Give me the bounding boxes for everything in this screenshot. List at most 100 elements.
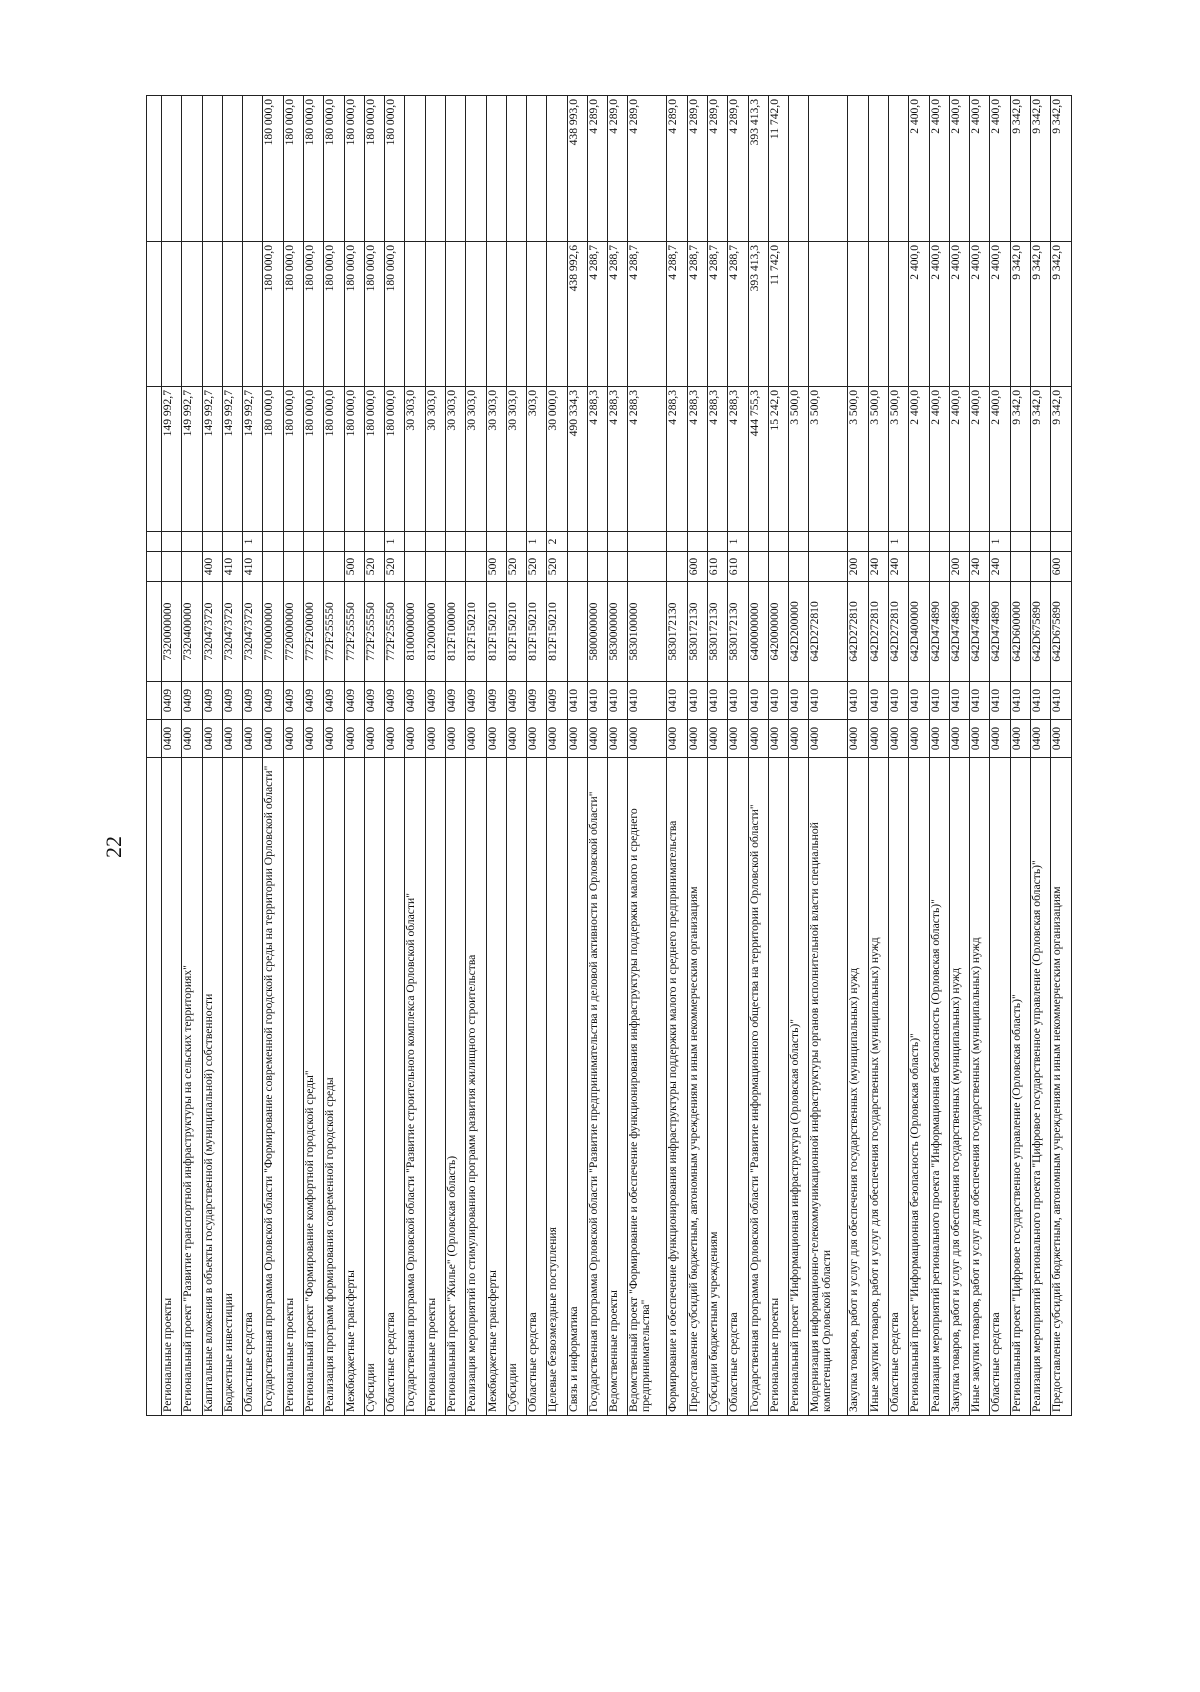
source-mark-cell	[929, 531, 950, 552]
expense-type-cell	[929, 551, 950, 582]
amount-cell-2: 9 342,0	[1030, 241, 1051, 387]
target-article-cell: 642D272810	[888, 581, 909, 682]
amount-cell-2: 4 288,7	[666, 241, 688, 387]
section-code-cell: 0400	[283, 719, 304, 758]
section-code-cell: 0400	[465, 719, 486, 758]
amount-cell-3: 180 000,0	[323, 95, 345, 242]
amount-cell-3	[181, 95, 203, 242]
amount-cell-1: 2 400,0	[969, 386, 990, 532]
row-name-cell: Межбюджетные трансферты	[344, 757, 365, 1416]
subsection-code-cell: 0410	[1050, 681, 1072, 720]
target-article-cell: 7320473720	[242, 581, 263, 682]
table-row: Ведомственный проект "Формирование и обе…	[627, 95, 667, 1416]
table-row: Закупка товаров, работ и услуг для обесп…	[949, 95, 970, 1416]
subsection-code-cell: 0410	[868, 681, 889, 720]
amount-cell-3: 11 742,0	[768, 95, 789, 242]
target-article-cell: 5830172130	[707, 581, 728, 682]
amount-cell-1: 4 288,3	[666, 386, 688, 532]
section-code-cell: 0400	[161, 719, 182, 758]
subsection-code-cell: 0410	[808, 681, 848, 720]
amount-cell-2	[526, 241, 547, 387]
section-code-cell: 0400	[949, 719, 970, 758]
section-code-cell: 0400	[1030, 719, 1051, 758]
section-code-cell: 0400	[546, 719, 568, 758]
amount-cell-2: 2 400,0	[949, 241, 970, 387]
amount-cell-2	[222, 241, 243, 387]
subsection-code-cell: 0409	[262, 681, 284, 720]
subsection-code-cell: 0409	[445, 681, 466, 720]
row-name-cell: Связь и информатика	[567, 757, 588, 1416]
expense-type-cell	[303, 551, 324, 582]
amount-cell-3	[146, 95, 162, 242]
expense-type-cell	[425, 551, 446, 582]
amount-cell-1: 30 000,0	[546, 386, 568, 532]
source-mark-cell	[666, 531, 688, 552]
target-article-cell: 812F150210	[546, 581, 568, 682]
source-mark-cell	[808, 531, 848, 552]
section-code-cell: 0400	[567, 719, 588, 758]
row-name-cell: Государственная программа Орловской обла…	[262, 757, 284, 1416]
row-name-cell: Предоставление субсидий бюджетным, автон…	[1050, 757, 1072, 1416]
expense-type-cell	[445, 551, 466, 582]
amount-cell-2: 180 000,0	[323, 241, 345, 387]
target-article-cell: 7320000000	[161, 581, 182, 682]
row-name-cell: Субсидии	[506, 757, 527, 1416]
source-mark-cell	[567, 531, 588, 552]
amount-cell-1: 9 342,0	[1010, 386, 1031, 532]
amount-cell-2	[868, 241, 889, 387]
amount-cell-1: 4 288,3	[727, 386, 749, 532]
amount-cell-2: 180 000,0	[364, 241, 385, 387]
amount-cell-3: 9 342,0	[1010, 95, 1031, 242]
section-code-cell: 0400	[687, 719, 708, 758]
source-mark-cell	[303, 531, 324, 552]
amount-cell-1: 3 500,0	[847, 386, 869, 532]
subsection-code-cell: 0409	[222, 681, 243, 720]
section-code-cell: 0400	[607, 719, 628, 758]
target-article-cell: 812F150210	[526, 581, 547, 682]
amount-cell-3	[506, 95, 527, 242]
amount-cell-3: 4 289,0	[666, 95, 688, 242]
table-row: Реализация программ формирования совреме…	[323, 95, 345, 1416]
source-mark-cell	[1030, 531, 1051, 552]
section-code-cell: 0400	[323, 719, 345, 758]
table-row: Государственная программа Орловской обла…	[587, 95, 608, 1416]
subsection-code-cell: 0409	[242, 681, 263, 720]
amount-cell-1: 303,0	[526, 386, 547, 532]
amount-cell-3	[404, 95, 426, 242]
expense-type-cell: 600	[1050, 551, 1072, 582]
expense-type-cell: 500	[344, 551, 365, 582]
section-code-cell: 0400	[768, 719, 789, 758]
amount-cell-3	[808, 95, 848, 242]
row-name-cell: Ведомственные проекты	[607, 757, 628, 1416]
expense-type-cell: 520	[546, 551, 568, 582]
target-article-cell: 772F255550	[344, 581, 365, 682]
section-code-cell: 0400	[727, 719, 749, 758]
source-mark-cell: 1	[989, 531, 1011, 552]
target-article-cell: 812F150210	[506, 581, 527, 682]
target-article-cell: 642D272810	[868, 581, 889, 682]
amount-cell-2	[242, 241, 263, 387]
amount-cell-1: 4 288,3	[587, 386, 608, 532]
row-name-cell: Государственная программа Орловской обла…	[748, 757, 769, 1416]
row-name-cell: Целевые безвозмездные поступления	[546, 757, 568, 1416]
table-row: Региональный проект "Информационная безо…	[908, 95, 930, 1416]
target-article-cell: 7320473720	[222, 581, 243, 682]
source-mark-cell	[748, 531, 769, 552]
amount-cell-3: 180 000,0	[283, 95, 304, 242]
expense-type-cell	[908, 551, 930, 582]
source-mark-cell	[607, 531, 628, 552]
section-code-cell: 0400	[1010, 719, 1031, 758]
source-mark-cell: 2	[546, 531, 568, 552]
subsection-code-cell: 0409	[181, 681, 203, 720]
expense-type-cell	[768, 551, 789, 582]
expense-type-cell: 240	[868, 551, 889, 582]
source-mark-cell	[1010, 531, 1031, 552]
subsection-code-cell: 0409	[283, 681, 304, 720]
amount-cell-3	[526, 95, 547, 242]
amount-cell-2: 2 400,0	[929, 241, 950, 387]
